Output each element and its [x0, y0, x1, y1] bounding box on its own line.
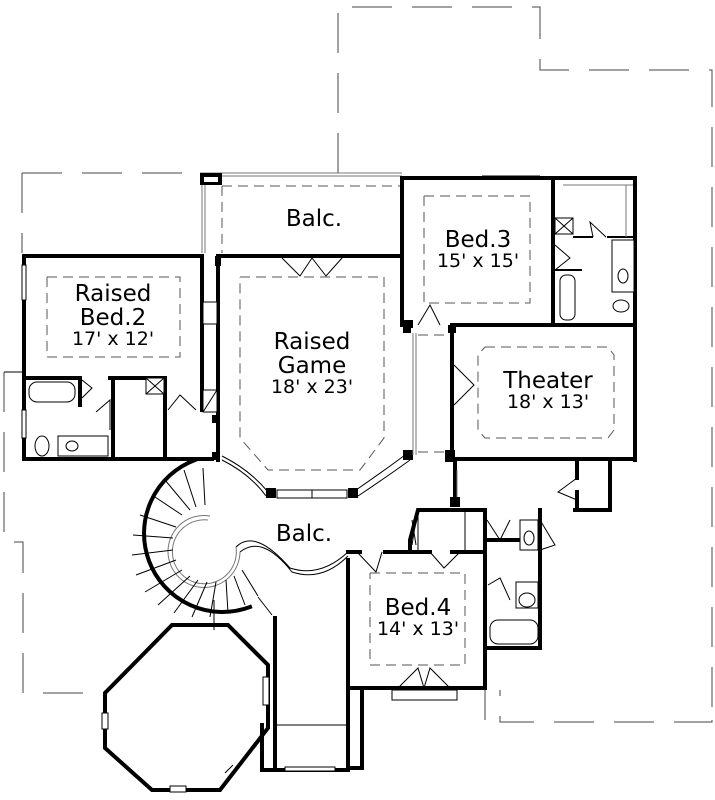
stair-hall — [260, 616, 364, 772]
room-label-balcony-top: Balc. — [286, 207, 342, 231]
spiral-stair — [131, 457, 349, 630]
theater-walls — [450, 323, 637, 462]
roof-outline — [3, 6, 713, 723]
room-dimensions: 18' x 23' — [270, 376, 354, 399]
room-name-line2: Game — [277, 353, 347, 380]
room-name: Theater — [503, 368, 593, 394]
balcony-top — [200, 172, 402, 253]
bed3-walls — [400, 175, 637, 462]
hall-connector — [403, 325, 456, 462]
room-label-bed4: Bed.4 14' x 13' — [377, 596, 459, 640]
room-dimensions: 15' x 15' — [436, 250, 520, 273]
room-name-line1: Raised — [273, 329, 351, 355]
closet-column — [202, 254, 221, 462]
room-name-line1: Raised — [74, 281, 152, 307]
room-name: Bed.3 — [444, 227, 512, 253]
game-walls — [216, 254, 413, 499]
room-name-line2: Bed.2 — [79, 305, 147, 332]
room-label-theater: Theater 18' x 13' — [503, 369, 593, 413]
bed4-walls — [346, 508, 556, 701]
room-name: Bed.4 — [384, 595, 452, 621]
room-label-bed2: Raised Bed.2 17' x 12' — [72, 282, 154, 350]
room-name: Balc. — [285, 206, 343, 232]
room-dimensions: 14' x 13' — [376, 618, 460, 641]
lower-hall — [450, 460, 612, 512]
room-label-game: Raised Game 18' x 23' — [271, 330, 353, 398]
octagon-room — [101, 623, 270, 793]
room-name: Balc. — [275, 521, 333, 547]
room-label-bed3: Bed.3 15' x 15' — [437, 228, 519, 272]
room-label-balcony-lower: Balc. — [276, 522, 332, 546]
room-dimensions: 17' x 12' — [71, 328, 155, 351]
room-dimensions: 18' x 13' — [506, 391, 590, 414]
bed2-walls — [21, 254, 214, 461]
